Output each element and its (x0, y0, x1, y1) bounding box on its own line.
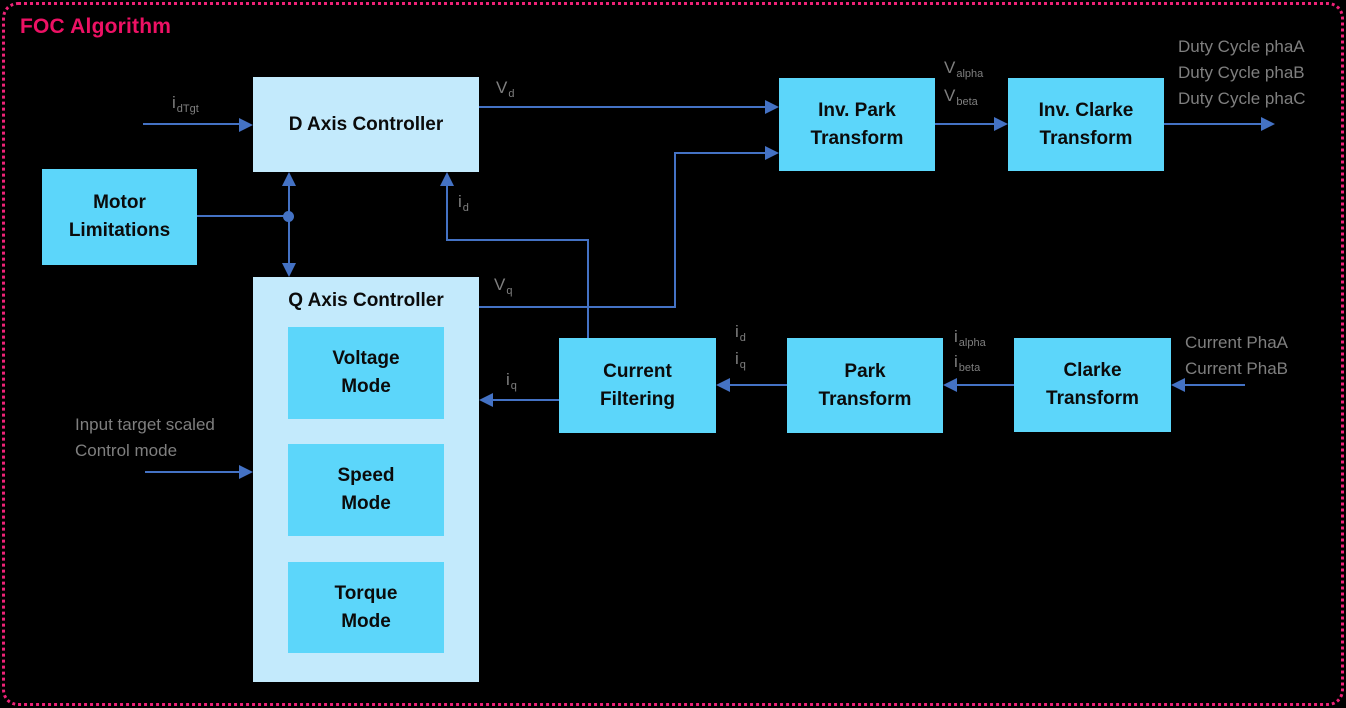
block-label: Voltage Mode (332, 348, 400, 397)
block-d-axis-controller: D Axis Controller (253, 77, 479, 172)
connector-input-target (145, 471, 241, 473)
arrowhead-duty-output (1261, 117, 1275, 131)
arrowhead-clarke-to-park (943, 378, 957, 392)
block-park-transform: Park Transform (787, 338, 943, 433)
signal-label-iq-mid: iq (735, 349, 746, 371)
block-label: Inv. Park Transform (810, 99, 904, 149)
connector-vd (479, 106, 767, 108)
connector-park-to-filtering (728, 384, 787, 386)
arrowhead-park-to-filtering (716, 378, 730, 392)
block-torque-mode: Torque Mode (288, 562, 444, 653)
label-duty-cycle-phac: Duty Cycle phaC (1178, 89, 1306, 108)
block-label: Speed Mode (337, 465, 395, 514)
label-current-phaa: Current PhaA (1185, 333, 1288, 352)
block-label: Inv. Clarke Transform (1038, 99, 1134, 149)
connector-duty-output (1164, 123, 1263, 125)
signal-label-vd: Vd (496, 78, 515, 100)
label-input-target-scaled: Input target scaled (75, 415, 215, 434)
signal-label-valpha: Valpha (944, 58, 984, 80)
signal-label-vq: Vq (494, 275, 513, 297)
arrowhead-input-target (239, 465, 253, 479)
connector-clarke-to-park (955, 384, 1014, 386)
arrowhead-vq (765, 146, 779, 160)
junction-dot (283, 211, 294, 222)
connector-id-feedback-up (446, 184, 448, 241)
connector-motor-limitations (197, 215, 289, 217)
label-duty-cycle-phaa: Duty Cycle phaA (1178, 37, 1305, 56)
signal-label-id-feedback: id (458, 192, 469, 214)
label-current-phab: Current PhaB (1185, 359, 1288, 378)
signal-label-idtgt: idTgt (172, 93, 199, 115)
arrowhead-iq (479, 393, 493, 407)
arrowhead-to-d-axis (282, 172, 296, 186)
connector-id-feedback-run (446, 239, 589, 241)
block-q-axis-controller: Q Axis Controller Voltage Mode Speed Mod… (253, 277, 479, 682)
signal-label-ibeta: ibeta (954, 352, 981, 374)
arrowhead-current-input (1171, 378, 1185, 392)
signal-label-vbeta: Vbeta (944, 86, 978, 108)
arrowhead-id-feedback (440, 172, 454, 186)
arrowhead-invpark-to-invclarke (994, 117, 1008, 131)
block-label: Q Axis Controller (288, 290, 444, 311)
block-voltage-mode: Voltage Mode (288, 327, 444, 419)
block-inv-park-transform: Inv. Park Transform (779, 78, 935, 171)
block-label: Motor Limitations (68, 192, 171, 241)
signal-label-ialpha: ialpha (954, 327, 986, 349)
arrowhead-vd (765, 100, 779, 114)
arrowhead-idtgt (239, 118, 253, 132)
block-label: Park Transform (818, 360, 912, 410)
connector-vq-run (479, 306, 676, 308)
block-label: Torque Mode (334, 582, 398, 632)
block-label: D Axis Controller (288, 113, 444, 135)
block-speed-mode: Speed Mode (288, 444, 444, 536)
block-inv-clarke-transform: Inv. Clarke Transform (1008, 78, 1164, 171)
label-control-mode: Control mode (75, 441, 178, 460)
connector-invpark-to-invclarke (935, 123, 996, 125)
connector-motor-limitations-branch (288, 184, 290, 265)
connector-idtgt (143, 123, 240, 125)
block-label: Clarke Transform (1046, 360, 1139, 409)
connector-vq-top (674, 152, 767, 154)
label-duty-cycle-phab: Duty Cycle phaB (1178, 63, 1305, 82)
connector-iq (491, 399, 559, 401)
signal-label-id-mid: id (735, 322, 746, 344)
diagram-title: FOC Algorithm (20, 15, 172, 38)
connector-current-input (1183, 384, 1245, 386)
block-current-filtering: Current Filtering (559, 338, 716, 433)
connector-id-feedback-rise (587, 239, 589, 338)
arrowhead-to-q-axis (282, 263, 296, 277)
block-clarke-transform: Clarke Transform (1014, 338, 1171, 432)
signal-label-iq-feedback: iq (506, 370, 517, 392)
connector-vq-rise (674, 152, 676, 308)
block-label: Current Filtering (600, 360, 675, 410)
block-motor-limitations: Motor Limitations (42, 169, 197, 265)
